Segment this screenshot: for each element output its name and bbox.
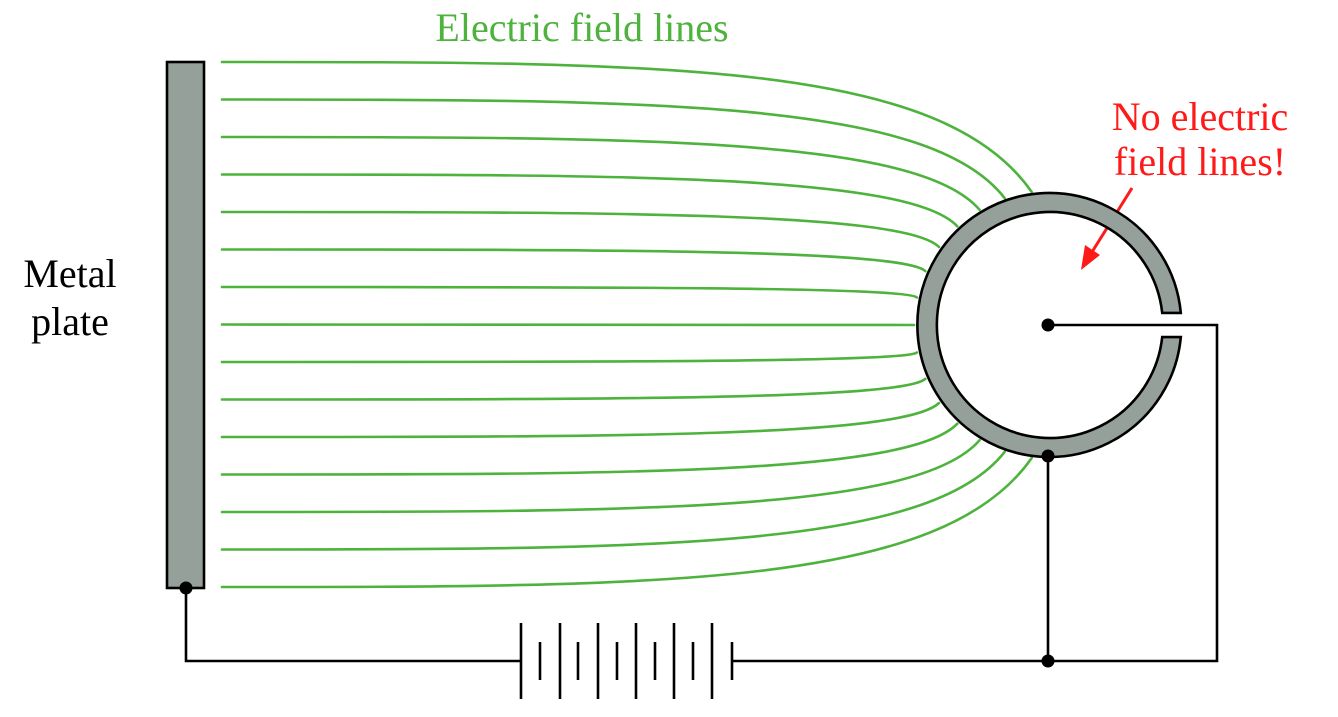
junction-dot-bottom [1041, 654, 1055, 668]
metal-plate-label-line1: Metal [23, 251, 116, 296]
field-line [220, 135, 981, 212]
field-line [220, 377, 927, 401]
field-line [220, 323, 916, 327]
field-line [220, 210, 941, 249]
wire-plate-to-battery [184, 588, 521, 663]
field-line [220, 422, 959, 476]
metal-plate [165, 60, 206, 590]
field-lines-title: Electric field lines [435, 5, 728, 50]
field-line [220, 98, 1006, 200]
field-line [220, 450, 1006, 551]
field-line [220, 60, 1033, 194]
field-line [220, 351, 919, 364]
metal-plate-label-line2: plate [31, 299, 109, 344]
field-line [220, 285, 919, 299]
no-field-label-line1: No electric [1112, 94, 1289, 139]
field-line [220, 173, 959, 228]
field-line [220, 456, 1033, 589]
no-field-label-line2: field lines! [1114, 139, 1286, 184]
wire-battery-to-shell [732, 456, 1050, 663]
wire-center-probe [1048, 323, 1219, 663]
hollow-sphere-shell [916, 191, 1183, 459]
field-line [220, 248, 927, 273]
junction-dot-center [1041, 318, 1055, 332]
electric-field-lines [220, 60, 1033, 589]
field-line [220, 401, 941, 439]
field-line [220, 438, 981, 514]
annotation-arrowhead [1081, 245, 1100, 270]
junction-dot-plate [179, 581, 193, 595]
junction-dot-shell [1041, 449, 1055, 463]
battery [519, 623, 734, 699]
